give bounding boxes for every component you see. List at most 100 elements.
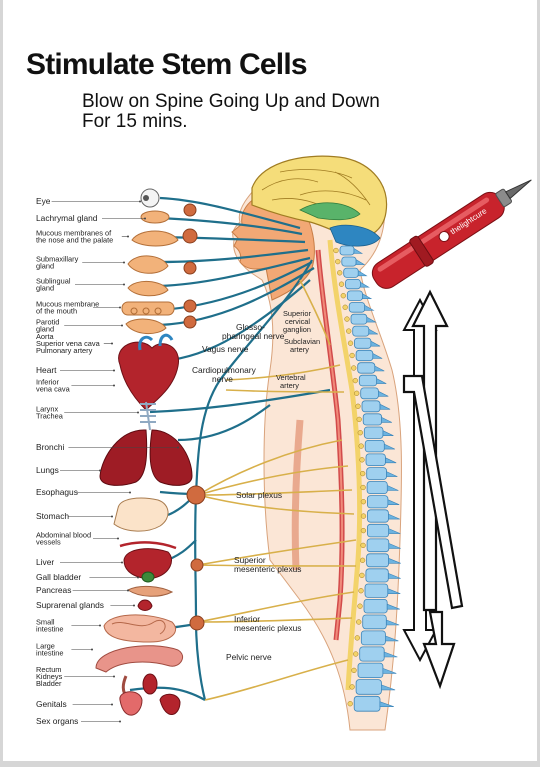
suprarenal-organ bbox=[137, 599, 153, 611]
frame-border-left bbox=[0, 0, 3, 767]
device-tip bbox=[504, 179, 532, 200]
sympathetic-ganglion bbox=[340, 293, 346, 299]
nerve-trachea bbox=[149, 388, 331, 414]
leader-dot bbox=[137, 576, 139, 579]
vertebra bbox=[366, 481, 388, 495]
vertebra-process bbox=[379, 403, 391, 410]
vertebra-process bbox=[355, 259, 366, 265]
leader-dot bbox=[99, 624, 101, 627]
glosso-label: Glosso-pharingeal nerve bbox=[222, 322, 285, 341]
vertebra bbox=[362, 413, 383, 426]
sympathetic-ganglion bbox=[359, 457, 365, 463]
fiber-head bbox=[299, 279, 331, 346]
ganglion-nose bbox=[182, 228, 198, 244]
vertebra-process bbox=[387, 485, 399, 491]
abdominal-vessels-organ bbox=[119, 541, 177, 550]
vagus-label: Vagus nerve bbox=[202, 344, 249, 354]
lachrymal-gland-organ bbox=[140, 210, 170, 224]
vertebra bbox=[365, 568, 389, 583]
sympathetic-ganglion bbox=[338, 281, 345, 287]
nerve-mouth bbox=[159, 261, 313, 312]
vertebra-process bbox=[374, 365, 385, 372]
solar-plexus-node bbox=[186, 485, 206, 505]
label-eye: Eye bbox=[36, 196, 51, 206]
superior-mesenteric-node bbox=[190, 558, 204, 572]
vertebra-process bbox=[388, 542, 401, 549]
label-sex-organs: Sex organs bbox=[36, 716, 78, 726]
leader-dot bbox=[111, 342, 113, 345]
vertebra bbox=[358, 374, 378, 387]
vertebra-process bbox=[382, 430, 394, 436]
vertebra-process bbox=[383, 651, 398, 658]
vertebra bbox=[364, 439, 385, 453]
sympathetic-ganglion bbox=[354, 635, 360, 641]
large-intestine-organ bbox=[95, 645, 183, 673]
leader-dot bbox=[127, 235, 129, 238]
vertebra bbox=[363, 426, 384, 439]
vertebral-column bbox=[333, 245, 401, 712]
pancreas-organ bbox=[127, 585, 174, 597]
sympathetic-ganglion bbox=[353, 651, 359, 657]
leader-dot bbox=[133, 604, 135, 607]
leader-dot bbox=[113, 369, 115, 372]
vertebra bbox=[355, 349, 374, 362]
label-lungs: Lungs bbox=[36, 465, 59, 475]
cerebellum bbox=[329, 224, 381, 247]
vertebra-process bbox=[372, 352, 383, 359]
vertebra-process bbox=[362, 293, 373, 299]
vertebra bbox=[350, 313, 368, 325]
fiber-inf-mes bbox=[197, 591, 355, 623]
gall-bladder-organ bbox=[141, 571, 155, 583]
vertebra-process bbox=[370, 340, 381, 347]
submaxillary-organ bbox=[127, 255, 169, 274]
fiber-sup-mes bbox=[197, 539, 357, 566]
instruction-line-2: For 15 mins. bbox=[82, 111, 188, 132]
sympathetic-ganglion bbox=[357, 603, 363, 609]
vertebra bbox=[348, 302, 366, 313]
sympathetic-ganglion bbox=[347, 340, 354, 346]
vertebra bbox=[367, 509, 389, 523]
vertebra bbox=[366, 523, 390, 538]
sympathetic-ganglion bbox=[351, 365, 357, 371]
sympathetic-ganglion bbox=[352, 377, 358, 384]
leader-dot bbox=[121, 324, 123, 327]
vertebra-process bbox=[384, 443, 396, 450]
sympathetic-ganglion bbox=[360, 513, 367, 519]
vertebra bbox=[341, 256, 357, 267]
vertebra-process bbox=[388, 528, 401, 534]
leader-dot bbox=[129, 491, 131, 494]
device-body bbox=[371, 191, 505, 289]
label-gall-bladder: Gall bladder bbox=[36, 572, 81, 582]
vertebra-process bbox=[379, 701, 394, 707]
vertebra-process bbox=[388, 572, 401, 579]
nerve-bundles bbox=[129, 196, 331, 701]
fiber-cardio-2 bbox=[225, 389, 345, 393]
device-grip-ring bbox=[409, 235, 434, 267]
vertebra bbox=[364, 583, 389, 598]
leader-dot bbox=[119, 306, 121, 309]
sympathetic-ganglion bbox=[358, 443, 364, 449]
vertebra-process bbox=[388, 513, 400, 520]
leader-dot bbox=[113, 384, 115, 387]
leader-dot bbox=[123, 261, 125, 264]
device-highlight bbox=[377, 197, 490, 272]
ganglion-submax bbox=[183, 261, 197, 275]
vertebra-process bbox=[368, 328, 379, 335]
leader-dot bbox=[123, 283, 125, 286]
vertebra bbox=[354, 337, 372, 349]
kidney-organ bbox=[142, 673, 158, 695]
vertebra bbox=[357, 662, 384, 678]
vertebra bbox=[366, 538, 390, 553]
small-intestine-folds bbox=[111, 620, 166, 635]
leader-dot bbox=[139, 200, 141, 203]
vertebra-process bbox=[388, 557, 401, 564]
